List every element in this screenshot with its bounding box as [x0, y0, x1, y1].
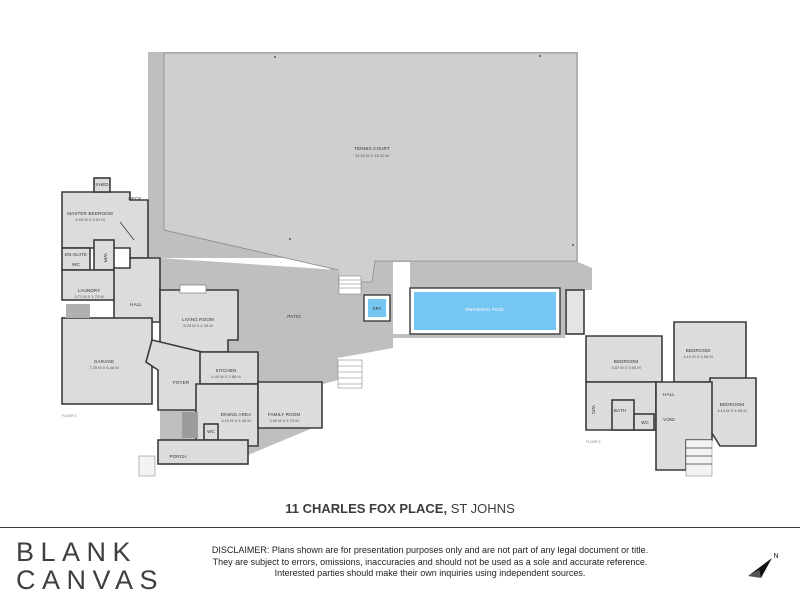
room-label-void: VOID	[663, 417, 675, 422]
room-label-deck: DECK	[128, 196, 142, 201]
spa	[363, 294, 391, 322]
floor-2-label: FLOOR 2	[586, 440, 601, 444]
room-label-porch: PORCH	[169, 454, 186, 459]
room-dims-living: 5.23 M X 4.35 M	[183, 323, 212, 328]
room-label-bed2: BEDROOM	[614, 359, 639, 364]
room-label-patio: PATIO	[287, 314, 301, 319]
room-dims-bed3: 4.10 M X 4.56 M	[683, 354, 712, 359]
room-label-shed: SHED	[95, 182, 109, 187]
floor-plan: TENNIS COURT 31.62 M X 18.32 M SHED DECK…	[61, 52, 757, 477]
room-label-laundry: LAUNDRY	[78, 288, 101, 293]
room-dims-garage: 7.25 M X 6.46 M	[89, 365, 118, 370]
room-dims-dining: 3.19 M X 4.36 M	[221, 418, 250, 423]
north-arrow-icon: N	[748, 553, 779, 578]
disclaimer: DISCLAIMER: Plans shown are for presenta…	[195, 545, 665, 580]
room-label-garage: GARAGE	[94, 359, 114, 364]
patio-stairs	[337, 275, 363, 389]
brand-logo: BLANK CANVAS	[16, 538, 176, 594]
property-suburb: ST JOHNS	[450, 501, 515, 516]
disclaimer-line-3: Interested parties should make their own…	[274, 568, 586, 578]
room-label-kitchen: KITCHEN	[216, 368, 237, 373]
room-dims-kitchen: 4.49 M X 2.88 M	[211, 374, 240, 379]
room-dims-family: 3.96 M X 4.73 M	[269, 418, 298, 423]
room-label-hall1: HALL	[130, 302, 142, 307]
room-label-living: LIVING ROOM	[182, 317, 214, 322]
floor-1	[61, 177, 323, 477]
room-dims-bed2: 5.87 M X 3.06 M	[611, 365, 640, 370]
floor-1-label: FLOOR 1	[62, 414, 77, 418]
pool-house	[565, 289, 585, 335]
room-dims-laundry: 3.71 M X 1.73 M	[74, 294, 103, 299]
room-dims-tennis: 31.62 M X 18.32 M	[355, 153, 389, 158]
room-label-bed3: BEDROOM	[686, 348, 711, 353]
disclaimer-line-1: DISCLAIMER: Plans shown are for presenta…	[211, 545, 649, 555]
room-label-wc1: WC	[72, 262, 80, 267]
disclaimer-line-2: They are subject to errors, omissions, i…	[212, 556, 648, 567]
north-label: N	[773, 553, 778, 560]
room-label-pool: SWIMMING POOL	[465, 307, 505, 312]
room-label-dining: DINING AREA	[221, 412, 253, 417]
room-label-wic: WIC	[591, 405, 596, 415]
tennis-court	[148, 52, 578, 346]
room-label-foyer: FOYER	[173, 380, 190, 385]
floor-2	[585, 321, 757, 477]
room-label-wc2: WC	[207, 429, 215, 434]
swimming-pool	[409, 287, 561, 335]
room-label-wir: WIR	[103, 253, 108, 263]
room-label-hall2: HALL	[663, 392, 675, 397]
room-dims-bed4: 4.14 M X 4.56 M	[717, 408, 746, 413]
room-label-tennis: TENNIS COURT	[354, 146, 390, 151]
room-label-family: FAMILY ROOM	[268, 412, 301, 417]
room-label-master: MASTER BEDROOM	[67, 211, 113, 216]
logo-line-1: BLANK	[16, 537, 138, 567]
room-label-bed4: BEDROOM	[720, 402, 745, 407]
property-title: 11 CHARLES FOX PLACE, ST JOHNS	[0, 501, 800, 516]
room-label-ensuite: EN-SUITE	[65, 252, 87, 257]
room-label-wc3: WC	[641, 420, 649, 425]
logo-line-2: CANVAS	[16, 565, 165, 595]
room-dims-master: 4.99 M X 3.51 M	[75, 217, 104, 222]
room-label-spa: SPA	[372, 306, 382, 311]
room-label-bath: BATH	[614, 408, 626, 413]
footer-divider	[0, 527, 800, 528]
property-address: 11 CHARLES FOX PLACE,	[285, 501, 448, 516]
